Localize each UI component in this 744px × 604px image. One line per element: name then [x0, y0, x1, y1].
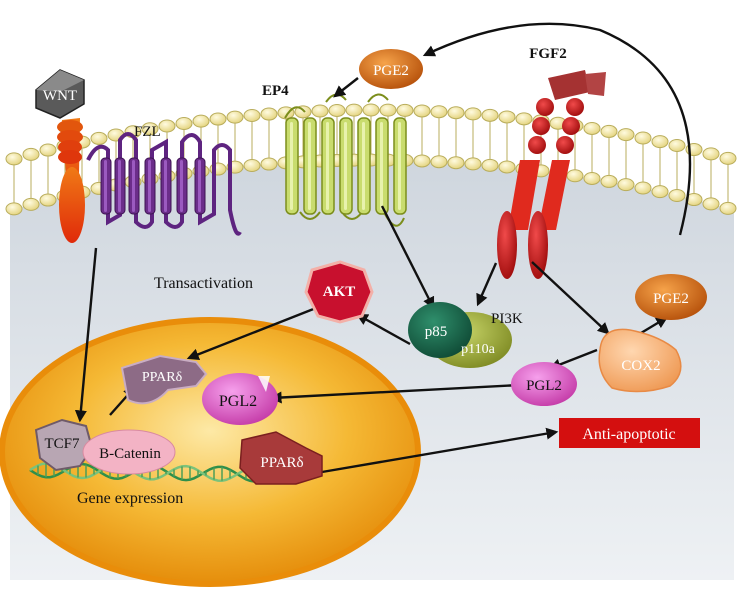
tcf7-label: TCF7: [44, 436, 80, 452]
ppard-lower-protein: [239, 431, 323, 485]
ppard-upper-label: PPARδ: [142, 370, 183, 385]
fzl-transmembrane-helices: [100, 157, 206, 215]
wnt-receptor: [57, 118, 85, 243]
akt-protein: [304, 260, 374, 324]
akt-label: AKT: [323, 284, 356, 300]
pi3k-label: PI3K: [491, 311, 523, 327]
pge2-top-molecule: [359, 49, 423, 89]
wnt-ligand: [35, 69, 85, 119]
nucleus: [0, 317, 421, 587]
anti-apoptotic-box: [559, 418, 700, 448]
cox2-label: COX2: [621, 358, 660, 374]
pge2-right-molecule: [635, 274, 707, 320]
pgl2-nucleus-label: PGL2: [219, 393, 257, 410]
fgf2-label: FGF2: [529, 46, 567, 62]
ppard-lower-label: PPARδ: [260, 455, 303, 471]
pge2-top-label: PGE2: [373, 63, 409, 79]
p85-subunit: [408, 302, 472, 358]
p85-label: p85: [425, 324, 448, 340]
pgl2-cytoplasm-label: PGL2: [526, 378, 562, 394]
membrane-outer-leaflet: [5, 103, 737, 203]
pge2-right-label: PGE2: [653, 291, 689, 307]
fzl-label: FZL: [134, 124, 161, 140]
anti-apoptotic-label: Anti-apoptotic: [582, 426, 675, 443]
wnt-label: WNT: [43, 88, 77, 104]
ppard-upper-protein: [120, 354, 208, 405]
cox2-enzyme: [598, 328, 682, 393]
p110a-label: p110a: [461, 342, 495, 357]
ep4-transmembrane-helices: [285, 117, 407, 215]
fzl-receptor: [86, 132, 242, 236]
b-catenin-label: B-Catenin: [99, 446, 161, 462]
fgf2-receptor: [497, 70, 606, 279]
pgl2-cytoplasm-molecule: [511, 362, 577, 406]
pgl2-nucleus-molecule: [202, 373, 278, 425]
ep4-label: EP4: [262, 83, 289, 99]
pathway-arrows: [74, 22, 692, 474]
b-catenin-protein: [82, 429, 176, 475]
gene-expression-label: Gene expression: [77, 490, 183, 507]
transactivation-label: Transactivation: [154, 275, 253, 292]
